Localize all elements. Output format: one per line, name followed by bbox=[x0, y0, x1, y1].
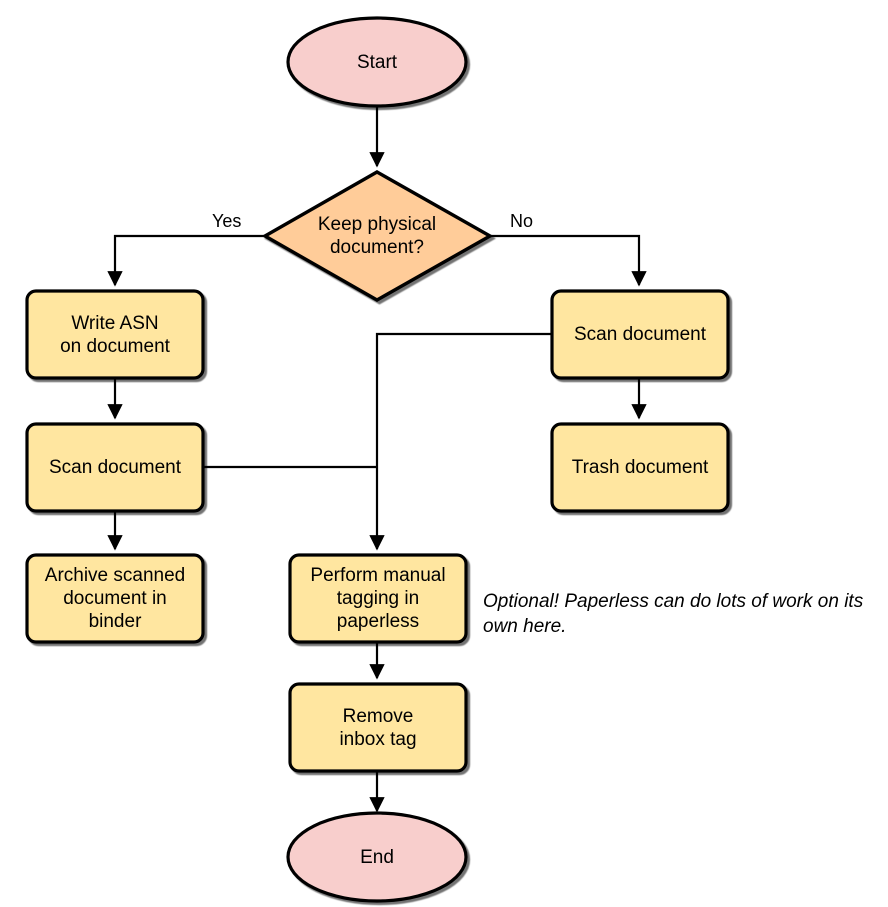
annotation-optional-note-text: Optional! Paperless can do lots of work … bbox=[483, 591, 864, 637]
node-shape-write-asn bbox=[25, 289, 205, 380]
annotation-optional-note: Optional! Paperless can do lots of work … bbox=[483, 589, 883, 639]
node-shape-start bbox=[286, 16, 468, 108]
node-shape-scan-right bbox=[550, 289, 730, 380]
node-shape-decision bbox=[261, 170, 494, 302]
node-shape-manual-tagging bbox=[288, 553, 468, 644]
edge-label-no: No bbox=[510, 211, 533, 231]
edge-label-yes: Yes bbox=[212, 211, 241, 231]
node-shape-end bbox=[286, 811, 468, 903]
node-shape-trash bbox=[550, 422, 730, 513]
node-shape-scan-left bbox=[25, 422, 205, 513]
edge-decision-no-to-scan-right bbox=[490, 234, 647, 287]
edge-scan-right-to-manual-tagging bbox=[369, 332, 552, 551]
edge-label-no-text: No bbox=[510, 211, 534, 231]
edge-label-yes-text: Yes bbox=[212, 211, 242, 231]
edge-decision-yes-to-write-asn bbox=[107, 234, 265, 287]
node-shape-remove-inbox bbox=[288, 682, 468, 773]
node-shape-archive bbox=[25, 553, 205, 644]
